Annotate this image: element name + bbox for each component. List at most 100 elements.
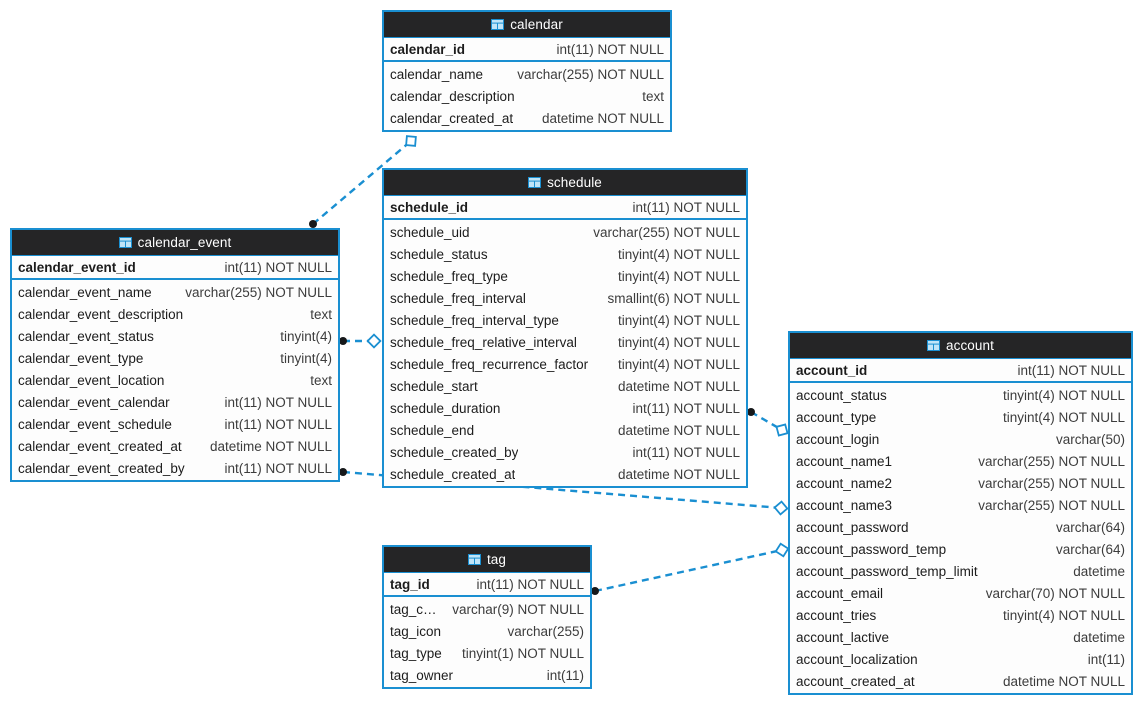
rel-tag-to-account[interactable] — [591, 542, 790, 595]
column-type: tinyint(4) — [280, 350, 332, 366]
column-name: tag_color — [390, 601, 441, 617]
column-name: tag_icon — [390, 623, 442, 639]
column-type: datetime NOT NULL — [617, 422, 740, 438]
column-name: calendar_event_created_by — [18, 460, 185, 476]
column-type: int(11) NOT NULL — [224, 460, 332, 476]
table-header-calendar[interactable]: calendar — [384, 12, 670, 38]
column-type: varchar(64) — [1055, 541, 1125, 557]
column-name: account_password_temp_limit — [796, 563, 978, 579]
column-row[interactable]: calendar_event_type tinyint(4) — [12, 347, 338, 369]
column-type: tinyint(4) NOT NULL — [617, 356, 740, 372]
column-name: calendar_event_status — [18, 328, 154, 344]
relation-source-dot-icon — [339, 337, 347, 345]
column-name: account_type — [796, 409, 877, 425]
column-row[interactable]: schedule_status tinyint(4) NOT NULL — [384, 243, 746, 265]
column-type: tinyint(4) NOT NULL — [617, 334, 740, 350]
rel-calendar-event-to-schedule[interactable] — [339, 333, 382, 349]
table-grid-icon — [467, 554, 481, 565]
table-title: schedule — [547, 175, 602, 190]
relation-target-diamond-icon — [366, 333, 382, 349]
column-type: varchar(255) — [507, 623, 584, 639]
column-type: varchar(255) NOT NULL — [978, 497, 1125, 513]
column-row[interactable]: tag_icon varchar(255) — [384, 620, 590, 642]
column-type: varchar(255) NOT NULL — [185, 284, 332, 300]
column-name: schedule_duration — [390, 400, 501, 416]
relation-source-dot-icon — [339, 468, 347, 476]
column-name: calendar_event_type — [18, 350, 144, 366]
relation-line — [750, 410, 783, 432]
rel-schedule-to-account[interactable] — [747, 408, 789, 437]
table-header-schedule[interactable]: schedule — [384, 170, 746, 196]
column-name: account_name3 — [796, 497, 893, 513]
column-row[interactable]: account_name3 varchar(255) NOT NULL — [790, 494, 1131, 516]
column-name: schedule_freq_interval_type — [390, 312, 559, 328]
column-name: schedule_status — [390, 246, 488, 262]
column-name: calendar_event_schedule — [18, 416, 172, 432]
table-header-account[interactable]: account — [790, 333, 1131, 359]
column-row[interactable]: tag_color varchar(9) NOT NULL — [384, 598, 590, 620]
table-header-tag[interactable]: tag — [384, 547, 590, 573]
column-type: datetime — [1073, 629, 1125, 645]
column-type: tinyint(1) NOT NULL — [461, 645, 584, 661]
column-type: varchar(9) NOT NULL — [452, 601, 584, 617]
column-name: calendar_event_id — [18, 259, 136, 275]
column-type: tinyint(4) NOT NULL — [617, 246, 740, 262]
column-type: datetime NOT NULL — [617, 466, 740, 482]
column-row[interactable]: account_type tinyint(4) NOT NULL — [790, 406, 1131, 428]
table-header-calendar_event[interactable]: calendar_event — [12, 230, 338, 256]
column-name: schedule_uid — [390, 224, 470, 240]
column-name: account_email — [796, 585, 884, 601]
column-type: datetime NOT NULL — [617, 378, 740, 394]
column-name: calendar_id — [390, 41, 466, 57]
column-row[interactable]: calendar_event_created_by int(11) NOT NUL… — [12, 457, 338, 479]
column-type: tinyint(4) NOT NULL — [1002, 409, 1125, 425]
